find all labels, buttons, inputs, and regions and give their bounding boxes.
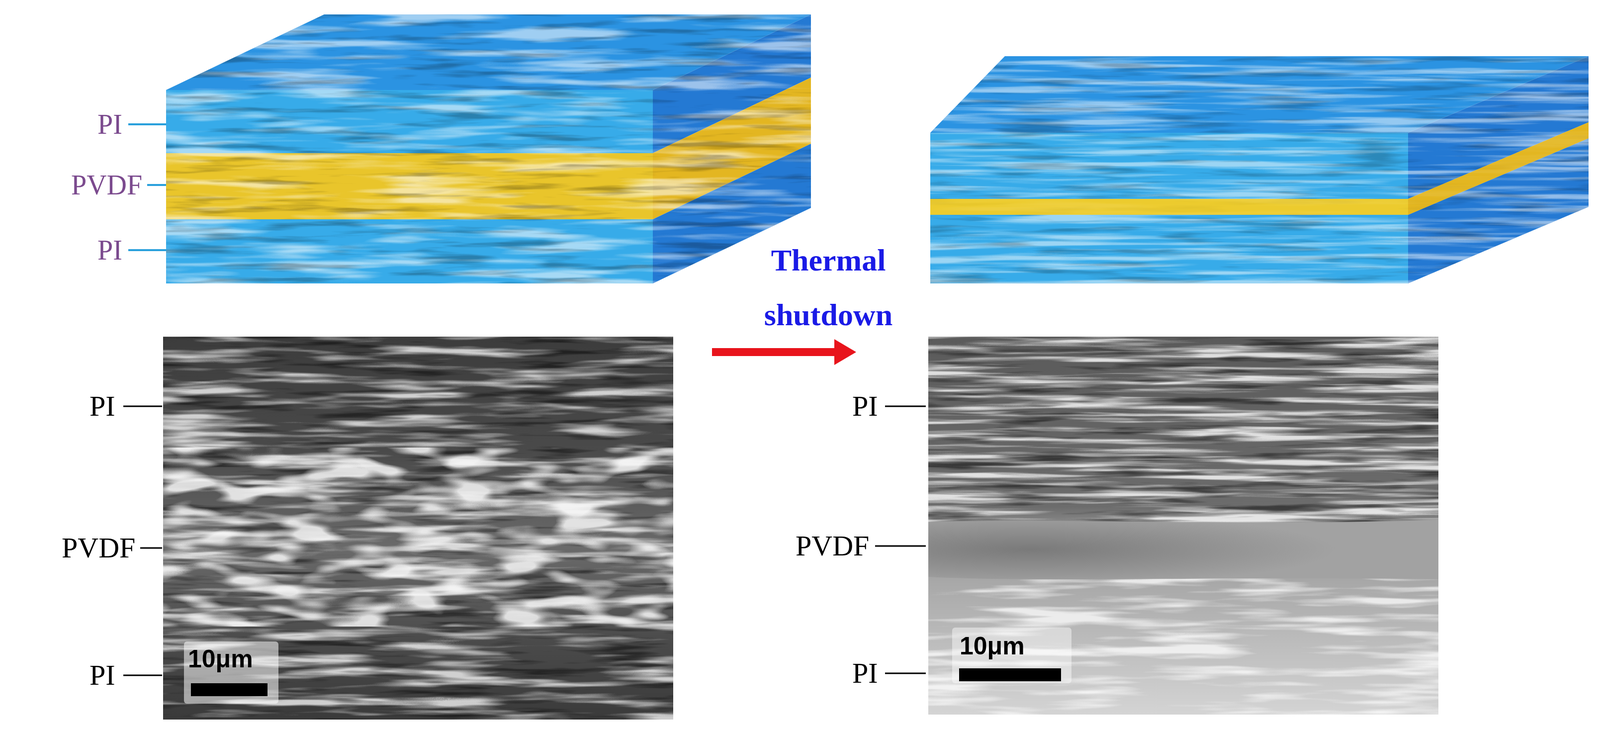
- sem-image-before: [163, 336, 674, 720]
- fiber-texture: [930, 56, 1589, 284]
- pvdf-layer: [930, 198, 1409, 215]
- scale-bar: [959, 668, 1062, 682]
- fiber-texture: [930, 56, 1589, 284]
- leader-line: [128, 249, 167, 252]
- leader-line: [123, 405, 163, 408]
- scale-label: 10μm: [187, 644, 254, 674]
- layer-label: PI: [89, 658, 116, 693]
- scale-label: 10μm: [959, 631, 1025, 661]
- arrow-head: [834, 339, 857, 365]
- scale-patch: [952, 627, 1072, 684]
- layer-label: PVDF: [795, 529, 870, 563]
- pvdf-layer: [930, 198, 1409, 215]
- leader-line: [140, 547, 163, 549]
- leader-line: [123, 674, 163, 677]
- layer-label: PI: [852, 656, 879, 691]
- layer-label: PVDF: [71, 169, 143, 201]
- sem-image-after: [928, 336, 1439, 715]
- layer-label: PVDF: [61, 531, 136, 565]
- layer-label: PI: [89, 389, 116, 424]
- melted-pvdf: [928, 519, 1439, 580]
- scale-patch: [183, 641, 279, 704]
- layer-label: PI: [852, 389, 879, 424]
- leader-line: [885, 405, 926, 408]
- leader-line: [147, 183, 167, 186]
- leader-line: [875, 545, 926, 547]
- layer-label: PI: [97, 108, 123, 141]
- fiber-texture: [166, 14, 811, 284]
- process-arrow: [711, 348, 841, 356]
- leader-line: [885, 672, 926, 675]
- process-label: Thermal shutdown: [746, 232, 911, 343]
- scale-bar: [190, 683, 268, 697]
- fiber-texture: [166, 14, 811, 284]
- leader-line: [128, 123, 167, 126]
- separator-block-after: [930, 56, 1589, 284]
- side-face: [1408, 122, 1589, 215]
- layer-label: PI: [97, 234, 123, 267]
- separator-block-before: [166, 14, 811, 284]
